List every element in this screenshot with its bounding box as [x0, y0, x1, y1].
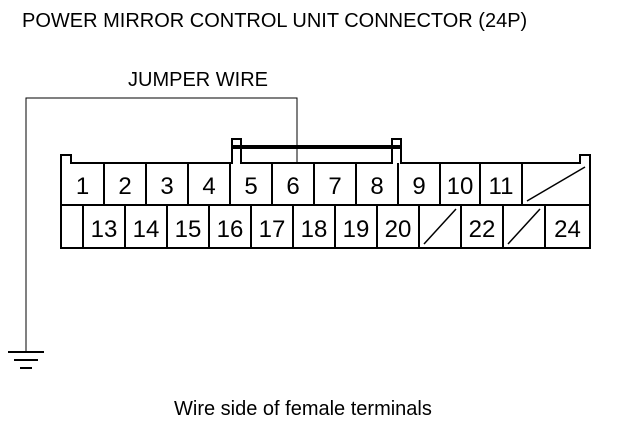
terminal-18: 18: [301, 216, 328, 243]
connector-lock-bar: [232, 145, 401, 149]
terminal-13: 13: [91, 216, 118, 243]
terminal-22: 22: [469, 216, 496, 243]
terminal-6: 6: [286, 173, 299, 200]
unused-terminal-slash: [507, 208, 541, 245]
terminal-24: 24: [554, 216, 581, 243]
jumper-wire: [25, 97, 298, 352]
terminal-10: 10: [447, 173, 474, 200]
terminal-1: 1: [76, 173, 89, 200]
terminal-5: 5: [244, 173, 257, 200]
connector-body: [60, 138, 591, 249]
terminal-4: 4: [202, 173, 215, 200]
top-terminal-row: 1 2 3 4 5 6 7 8 9 10 11: [76, 163, 586, 205]
diagram-caption: Wire side of female terminals: [174, 398, 432, 420]
terminal-9: 9: [412, 173, 425, 200]
terminal-17: 17: [259, 216, 286, 243]
terminal-3: 3: [160, 173, 173, 200]
unused-terminal-slash: [423, 208, 457, 245]
terminal-15: 15: [175, 216, 202, 243]
connector-outline: [60, 138, 591, 249]
unused-terminal-slash: [526, 166, 586, 202]
terminal-14: 14: [133, 216, 160, 243]
bottom-terminal-row: 13 14 15 16 17 18 19 20 22 24: [82, 205, 581, 248]
terminal-7: 7: [328, 173, 341, 200]
jumper-wire-label: JUMPER WIRE: [128, 69, 268, 91]
terminal-19: 19: [343, 216, 370, 243]
diagram-title: POWER MIRROR CONTROL UNIT CONNECTOR (24P…: [22, 10, 527, 32]
terminal-20: 20: [385, 216, 412, 243]
ground-icon: [8, 351, 44, 369]
terminal-8: 8: [370, 173, 383, 200]
terminal-2: 2: [118, 173, 131, 200]
terminal-16: 16: [217, 216, 244, 243]
terminal-11: 11: [489, 173, 514, 200]
